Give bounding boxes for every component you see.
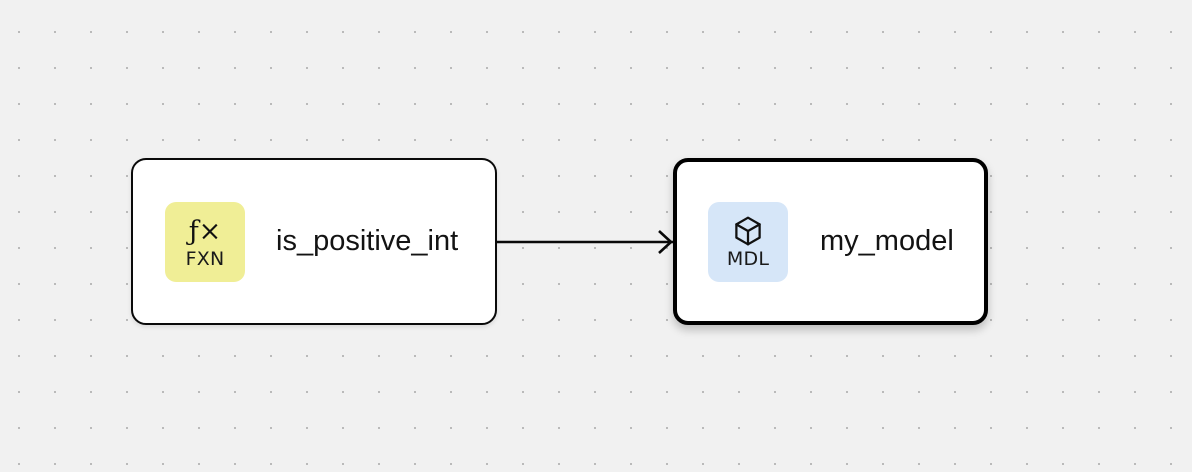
fx-icon: ƒ× [189,214,222,248]
mdl-badge: MDL [708,201,788,282]
arrowhead-icon [658,230,673,254]
node-title: my_model [820,225,954,257]
fxn-badge: ƒ× FXN [165,201,245,282]
mdl-badge-code: MDL [726,248,770,270]
cube-icon [731,214,765,248]
fx-glyph: ƒ× [188,215,222,247]
fxn-badge-code: FXN [185,248,225,270]
cube-icon-svg [735,216,761,246]
node-title: is_positive_int [276,225,459,257]
node-is-positive-int[interactable]: ƒ× FXN is_positive_int [131,158,497,325]
node-my-model[interactable]: MDL my_model [673,158,988,325]
edge-fxn-to-mdl[interactable] [497,230,673,254]
